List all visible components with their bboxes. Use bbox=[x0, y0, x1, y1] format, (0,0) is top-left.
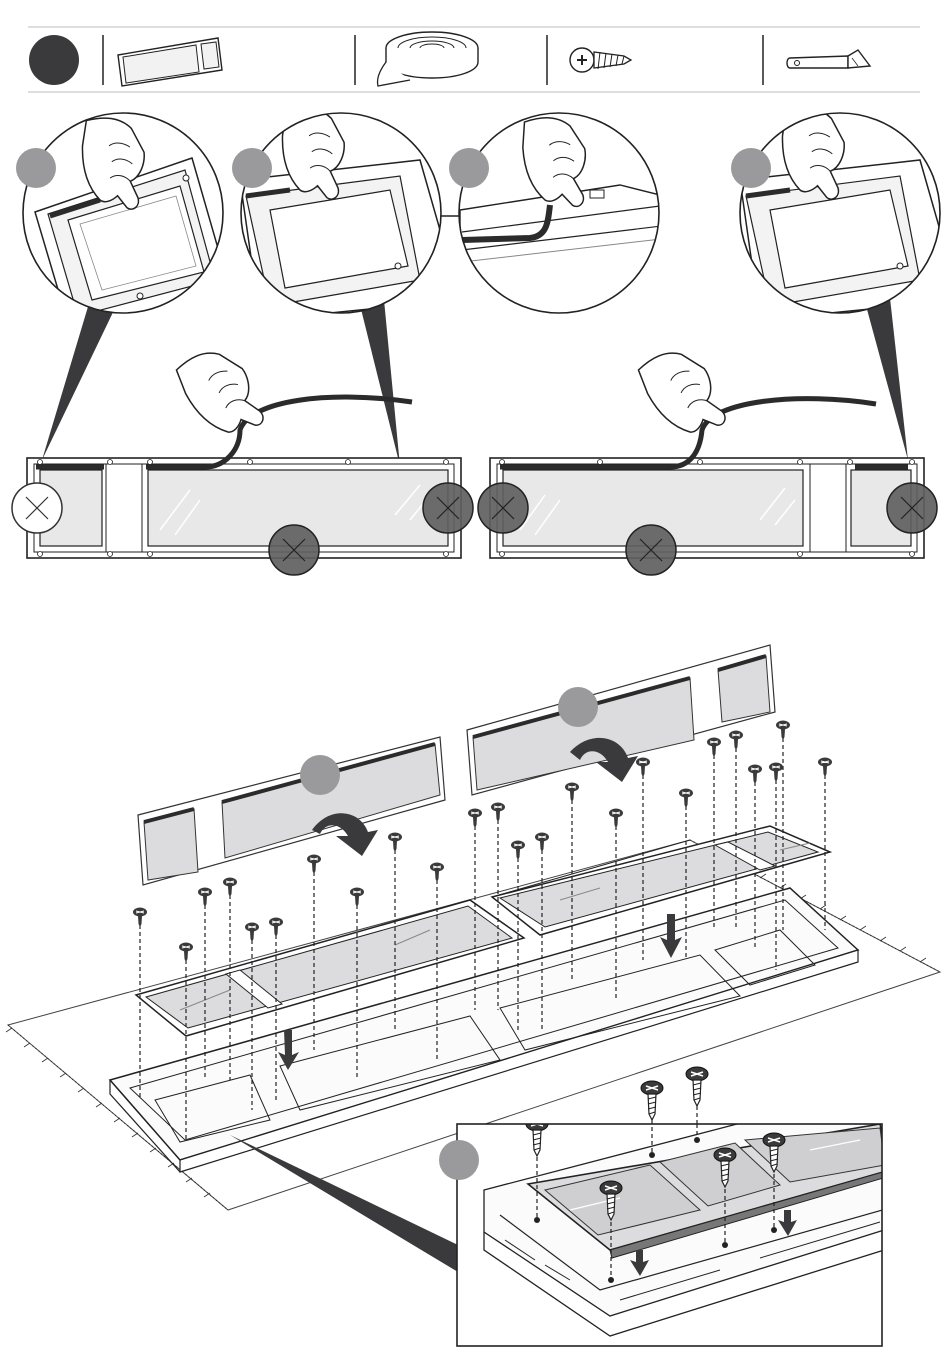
screw-icon bbox=[307, 855, 321, 875]
screw-icon bbox=[388, 833, 402, 853]
screw-icon bbox=[223, 878, 237, 898]
utility-knife-icon bbox=[787, 50, 870, 68]
screw-icon bbox=[350, 888, 364, 908]
detail-pointer bbox=[865, 298, 908, 460]
detail-badge bbox=[449, 148, 489, 188]
screw-icon bbox=[245, 923, 259, 943]
screw-icon bbox=[707, 738, 721, 758]
parts-header bbox=[28, 27, 920, 92]
screw-icon bbox=[430, 863, 444, 883]
screw-icon bbox=[565, 783, 579, 803]
screw-icon bbox=[609, 809, 623, 829]
remove-point-icon bbox=[269, 525, 319, 575]
assembly-badge bbox=[300, 755, 340, 795]
seal-strip-panel-left bbox=[138, 737, 445, 885]
screw-icon bbox=[468, 809, 482, 829]
screw-icon bbox=[133, 908, 147, 928]
detail-pointer bbox=[42, 300, 116, 460]
detail-circle-remove-seal bbox=[240, 100, 460, 320]
panel-right bbox=[490, 346, 924, 558]
detail-badge bbox=[232, 148, 272, 188]
screw-icon bbox=[641, 1081, 663, 1120]
screw-icon bbox=[769, 763, 783, 783]
screw-icon bbox=[679, 789, 693, 809]
detail-pointer bbox=[360, 300, 400, 466]
inset-badge bbox=[439, 1140, 479, 1180]
screw-icon bbox=[491, 803, 505, 823]
screw-icon bbox=[729, 731, 743, 751]
detail-circle-remove-seal bbox=[740, 100, 950, 320]
door-frame-icon bbox=[118, 38, 222, 86]
screw-icon bbox=[818, 758, 832, 778]
sealing-tape-roll-icon bbox=[377, 32, 478, 86]
remove-point-icon bbox=[423, 483, 473, 533]
step-badge bbox=[29, 35, 79, 85]
remove-point-icon bbox=[626, 525, 676, 575]
unmarked-point-icon bbox=[12, 483, 62, 533]
detail-badge bbox=[731, 148, 771, 188]
screw-icon bbox=[748, 765, 762, 785]
screw-icon bbox=[535, 833, 549, 853]
screw-icon bbox=[686, 1067, 708, 1106]
screw-icon bbox=[198, 888, 212, 908]
detail-callouts bbox=[16, 100, 950, 466]
remove-point-icon bbox=[478, 483, 528, 533]
assembly-badge bbox=[558, 687, 598, 727]
detail-circle-remove-seal bbox=[23, 110, 230, 330]
panel-left bbox=[27, 346, 461, 558]
screw-icon bbox=[179, 943, 193, 963]
screw-icon bbox=[511, 841, 525, 861]
screw-icon bbox=[269, 918, 283, 938]
screw-icon bbox=[570, 48, 631, 72]
detail-circle-seal-strip bbox=[459, 111, 680, 320]
detail-badge bbox=[16, 148, 56, 188]
screw-icon bbox=[776, 721, 790, 741]
screw-icon bbox=[636, 758, 650, 778]
remove-point-icon bbox=[887, 483, 937, 533]
